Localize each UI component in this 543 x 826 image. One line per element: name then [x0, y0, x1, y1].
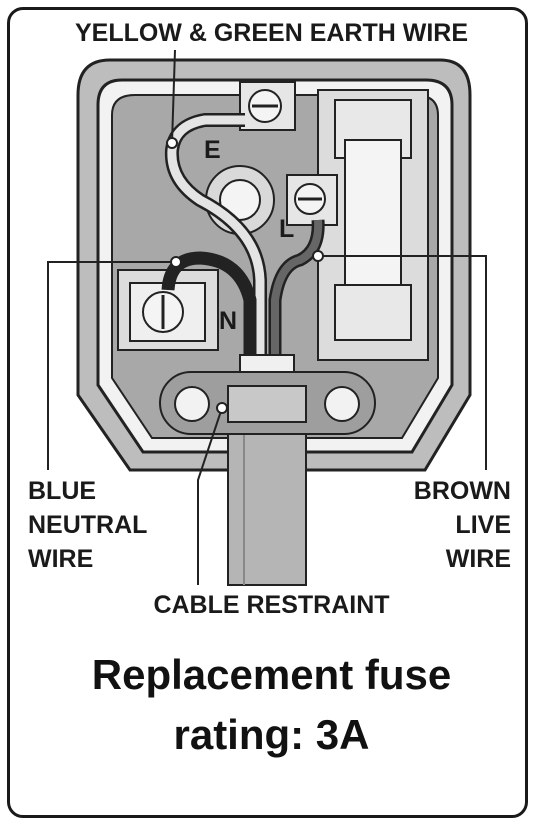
live-wire-label-line2: LIVE: [455, 511, 511, 539]
neutral-wire-label-line3: WIRE: [28, 545, 94, 573]
restraint-screw-right: [324, 386, 360, 422]
live-leader-line: [318, 255, 487, 470]
restraint-screw-left: [174, 386, 210, 422]
neutral-wire-label-line2: NEUTRAL: [28, 511, 148, 539]
cable-restraint-label: CABLE RESTRAINT: [153, 591, 390, 619]
terminal-e-label: E: [204, 136, 221, 164]
restraint-leader-line: [197, 407, 223, 585]
terminal-n-label: N: [219, 307, 238, 335]
earth-wire-label: YELLOW & GREEN EARTH WIRE: [74, 19, 469, 47]
fuse-rating-caption-line1: Replacement fuse: [91, 651, 452, 698]
earth-leader-line: [171, 49, 176, 144]
live-wire-label-line3: WIRE: [445, 545, 511, 573]
neutral-wire-label-line1: BLUE: [28, 477, 97, 505]
terminal-l-label: L: [279, 215, 295, 243]
neutral-leader-line: [47, 261, 176, 470]
fuse-bottom-clip: [334, 284, 412, 341]
neutral-wire: [161, 251, 257, 370]
live-wire-label-line1: BROWN: [413, 477, 511, 505]
fuse-rating-caption-line2: rating: 3A: [173, 711, 370, 758]
